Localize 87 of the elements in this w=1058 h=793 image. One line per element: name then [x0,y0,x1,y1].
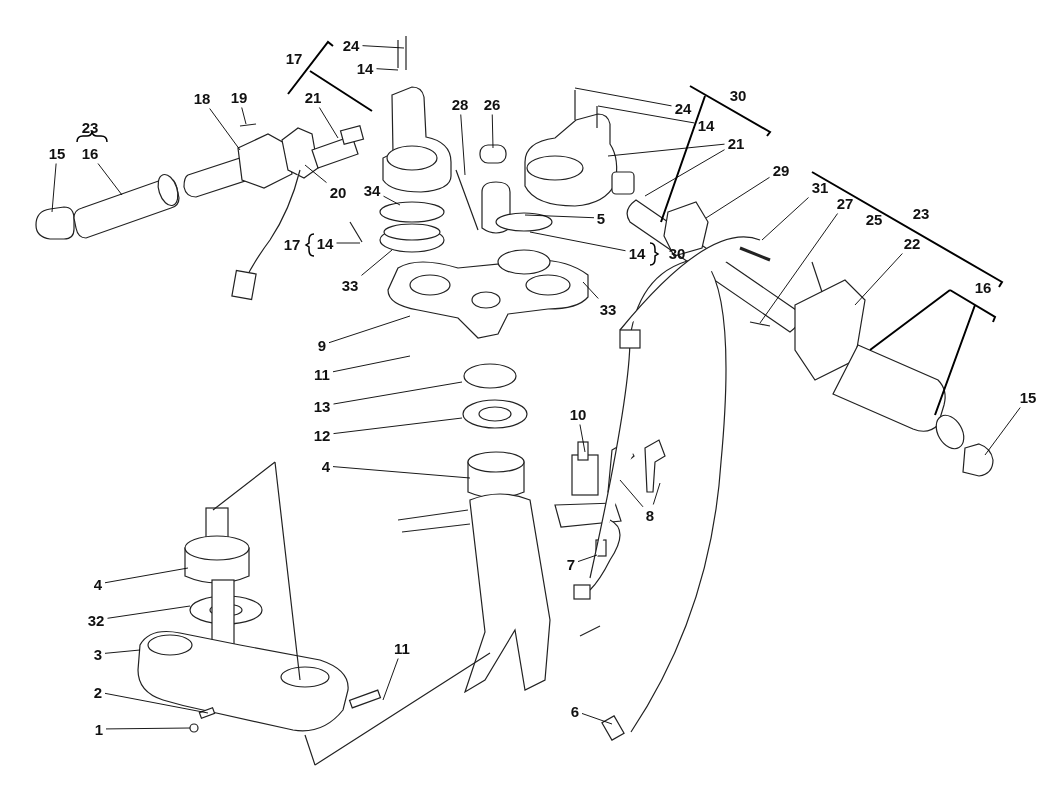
group-number: 30 [729,86,747,104]
callout-number: 1 [94,720,104,738]
leader-line [241,107,247,125]
callout-number: 5 [596,209,606,227]
callout-number: 14 [697,116,715,134]
callout-number: 21 [304,88,322,106]
callout-number: 19 [230,88,248,106]
callout-number: 15 [48,144,66,162]
group-number: 16 [974,278,992,296]
leader-line [597,105,695,124]
leader-line [332,355,411,373]
callout-number: 21 [727,134,745,152]
leader-line [581,713,613,725]
leader-line [362,45,405,49]
callout-number: 28 [451,95,469,113]
callout-number: 32 [87,611,105,629]
callout-number: 22 [903,234,921,252]
callout-number: 14 [356,59,374,77]
leader-line [333,381,463,405]
leader-line [382,658,399,701]
leader-line [579,424,586,453]
callout-number: 6 [570,702,580,720]
leader-line [104,567,189,584]
callout-number: 12 [313,426,331,444]
callout-number: 20 [329,183,347,201]
leader-line [761,197,809,241]
leader-line [524,214,595,219]
callout-number: 14 [316,234,334,252]
callout-number: 11 [394,639,410,657]
callout-number: 4 [321,457,331,475]
callout-number: 8 [645,506,655,524]
callout-number: 29 [772,161,790,179]
leader-line [460,114,466,176]
callout-number: 24 [674,99,692,117]
callout-number: 13 [313,397,331,415]
leader-line [336,242,361,244]
group-number: 17 [285,49,303,67]
leader-line [705,176,770,219]
leader-line [333,417,463,435]
leader-line [644,149,725,197]
callout-number: 14 [628,244,646,262]
callout-number: 7 [566,555,576,573]
leader-line [328,315,411,344]
callout-number: 33 [599,300,617,318]
group-number: 23 [912,204,930,222]
leader-line [304,164,327,184]
leader-line [577,554,598,563]
leader-line [107,605,191,619]
group-number: 23 [81,118,99,136]
callout-number: 24 [342,36,360,54]
leader-line [105,727,191,730]
group-number: 17 [283,235,301,253]
callout-number: 26 [483,95,501,113]
callout-number: 15 [1019,388,1037,406]
leader-line [318,107,339,139]
callout-number: 9 [317,336,327,354]
callout-number: 18 [193,89,211,107]
leader-line [607,143,725,157]
leader-line [582,281,599,299]
callout-number: 11 [314,365,330,383]
callout-number: 33 [341,276,359,294]
callout-number: 31 [811,178,829,196]
leader-line [984,407,1021,456]
leader-line [104,649,141,654]
leader-line [529,231,626,252]
callout-number: 3 [93,645,103,663]
leader-line [491,114,494,149]
leader-line [854,253,903,306]
leader-line [574,87,672,107]
callout-number: 4 [93,575,103,593]
group-number: 25 [865,210,883,228]
leader-line [619,479,644,508]
leader-line [376,68,399,71]
leader-line [652,482,661,505]
callout-number: 27 [836,194,854,212]
leader-line [97,163,123,196]
leader-line [361,249,393,276]
leader-line [332,466,471,479]
leader-line [759,213,838,324]
leader-line [104,692,209,714]
leader-line [383,195,401,206]
callout-number: 16 [81,144,99,162]
leader-line [209,108,241,151]
callout-number: 10 [569,405,587,423]
callout-number: 34 [363,181,381,199]
leader-line [51,163,57,213]
callout-number: 2 [93,683,103,701]
